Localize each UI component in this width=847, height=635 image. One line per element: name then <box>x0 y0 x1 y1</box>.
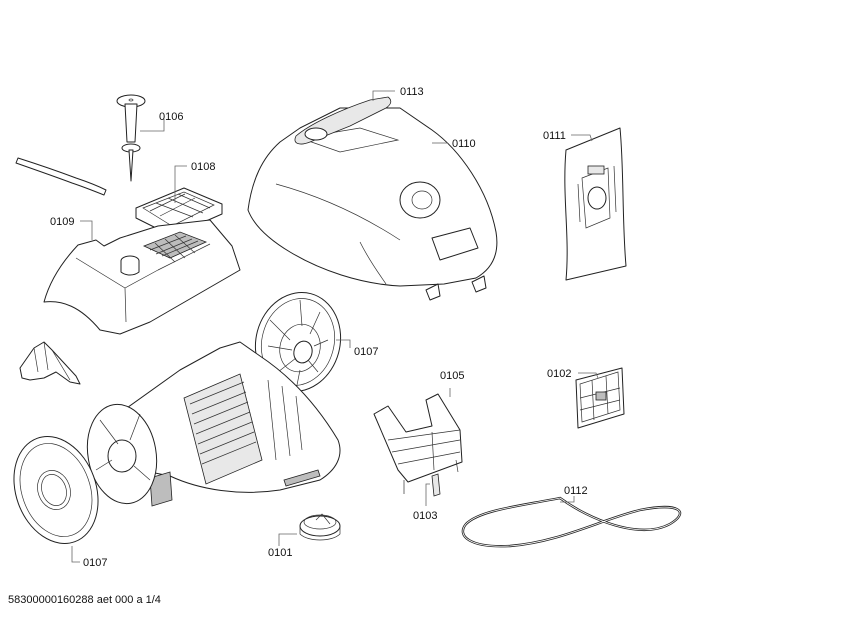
label-0103: 0103 <box>413 510 438 522</box>
part-wheel-left-0107 <box>13 436 99 563</box>
label-0108: 0108 <box>191 161 216 173</box>
part-wheel-inner <box>86 403 158 505</box>
label-0113: 0113 <box>400 86 424 98</box>
part-motor-cover-0109 <box>43 219 241 335</box>
document-id: 58300000160288 aet 000 a 1/4 <box>8 594 161 606</box>
part-pin-0106 <box>116 94 165 182</box>
part-nozzle-ring-0101 <box>278 513 341 546</box>
part-seal-ring-0112 <box>461 496 682 548</box>
label-0107-left: 0107 <box>83 557 108 569</box>
part-filter-frame-0108 <box>135 165 223 237</box>
label-0110: 0110 <box>452 138 476 150</box>
part-grille-0113 <box>294 90 395 145</box>
part-wheel-right-0107 <box>254 291 351 393</box>
part-housing-top-0110 <box>247 107 498 301</box>
label-0106: 0106 <box>159 111 184 123</box>
label-0101: 0101 <box>268 547 293 559</box>
label-0105: 0105 <box>440 370 465 382</box>
part-bracket-left <box>19 341 81 385</box>
part-filter-0102 <box>575 367 625 429</box>
label-0102: 0102 <box>547 368 572 380</box>
label-0109: 0109 <box>50 216 75 228</box>
label-0112: 0112 <box>564 485 588 497</box>
part-seal-strip <box>15 157 107 196</box>
part-base-body <box>109 341 341 507</box>
label-0107-right: 0107 <box>354 346 379 358</box>
part-bag-holder-0105 <box>373 388 463 494</box>
label-0111: 0111 <box>543 130 566 142</box>
part-dust-bag-0111 <box>564 127 627 281</box>
part-clip-0103 <box>425 473 441 506</box>
